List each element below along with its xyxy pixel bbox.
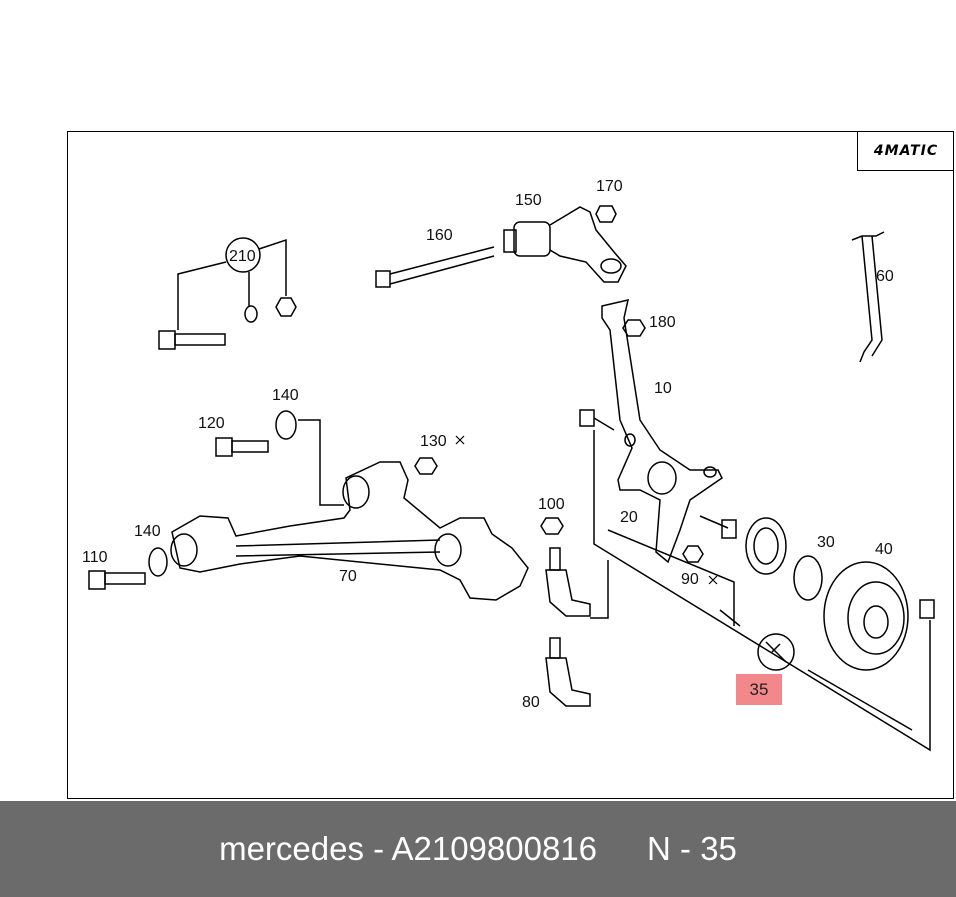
label-130: 130 [420,433,447,450]
label-170: 170 [596,178,623,195]
leader-210 [177,238,287,330]
nut-90 [682,545,704,563]
label-100: 100 [538,496,565,513]
caption-part-number: mercedes - A2109800816 [219,830,598,867]
wheel-bearing-30 [745,517,787,575]
label-210: 210 [229,248,256,265]
nut-180 [622,319,646,337]
caption-bar: mercedes - A2109800816 N - 35 [0,801,956,897]
bolt-160 [375,246,495,288]
bolt-20-upper [579,409,615,431]
caption-position: N - 35 [647,830,737,867]
ball-joint-80 [545,637,591,707]
bolt-110 [88,570,146,590]
part-labels: 210 160 150 170 180 60 140 120 130 10 10… [82,178,894,711]
label-90: 90 [681,571,699,588]
hub-bolt [919,599,935,619]
label-150: 150 [515,192,542,209]
label-140-top: 140 [272,387,299,404]
label-140-left: 140 [134,523,161,540]
bushing-140-left [148,547,168,577]
washer-210 [244,305,258,323]
label-40: 40 [875,541,893,558]
leader-140-top [298,419,344,506]
callout-circle-210 [225,237,261,273]
diagram-frame [67,131,954,799]
label-160: 160 [426,227,453,244]
4matic-badge: 4MATIC [857,131,954,171]
torque-mark-130 [455,435,465,445]
upper-control-arm-150 [503,205,627,283]
label-60: 60 [876,268,894,285]
nut-210 [275,297,297,317]
label-80: 80 [522,694,540,711]
label-70: 70 [339,568,357,585]
label-110: 110 [82,549,108,566]
bolt-210 [158,330,226,350]
bracket-60 [851,231,885,363]
nut-130 [414,457,438,475]
label-180: 180 [649,314,676,331]
nut-100 [540,517,564,535]
snap-ring-30 [793,555,823,601]
bolt-120 [215,437,269,457]
label-30: 30 [817,534,835,551]
torque-mark-90 [708,575,718,585]
steering-knuckle-10 [601,299,723,564]
bolt-knuckle [699,515,737,539]
lower-control-arm-70 [170,461,529,601]
leaders-bottom [590,430,931,752]
ball-joint-upper [545,547,591,617]
bushing-140-top [275,410,297,440]
label-20: 20 [620,509,638,526]
wheel-hub-40 [823,561,909,671]
tightening-marks [455,435,718,585]
tool-35 [757,633,795,671]
label-10: 10 [654,380,672,397]
highlighted-part-35: 35 [736,674,782,705]
label-120: 120 [198,415,225,432]
